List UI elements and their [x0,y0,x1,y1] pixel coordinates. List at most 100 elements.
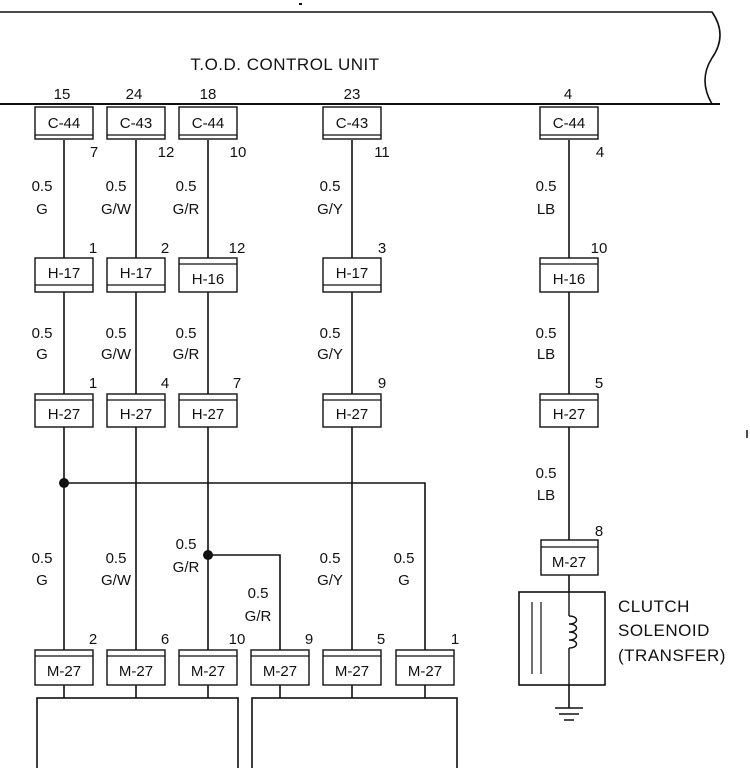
connector-row-m: M-27 2 M-27 6 M-27 10 M-27 9 M-27 5 M-27… [34,631,459,686]
clutch-label-2: SOLENOID [618,621,710,640]
w1-color-4: G/Y [317,201,343,218]
conn-m-pin-4: 9 [305,631,313,648]
w2-size-4: 0.5 [320,325,341,342]
w1-size-2: 0.5 [106,178,127,195]
conn-m-pin-1: 2 [89,631,97,648]
w1-color-3: G/R [173,201,200,218]
splice-g [64,482,426,650]
conn-m-label-4: M-27 [263,663,297,680]
conn-h1-pin-5: 10 [591,240,608,257]
control-unit-title: T.O.D. CONTROL UNIT [190,55,379,74]
control-unit-outline [0,11,721,105]
conn-c-pin-5: 4 [596,144,604,161]
w1-color-2: G/W [101,201,132,218]
solenoid-conn-pin: 8 [595,523,603,540]
clutch-solenoid [518,591,606,686]
w2-size-3: 0.5 [176,325,197,342]
conn-h1-label-5: H-16 [553,271,586,288]
w2-color-2: G/W [101,346,132,363]
conn-m-pin-5: 5 [377,631,385,648]
conn-h1-label-3: H-16 [192,271,225,288]
wire-labels-seg2: 0.5 G 0.5 G/W 0.5 G/R 0.5 G/Y 0.5 LB [32,325,557,363]
w3-size-4: 0.5 [248,585,269,602]
w3-size-5: 0.5 [320,550,341,567]
clutch-label-1: CLUTCH [618,597,690,616]
conn-m-pin-6: 1 [451,631,459,648]
conn-h2-label-3: H-27 [192,406,225,423]
conn-h1-pin-3: 12 [229,240,246,257]
w2-size-5: 0.5 [536,325,557,342]
conn-h2-pin-5: 5 [595,375,603,392]
w2-size-2: 0.5 [106,325,127,342]
splice-dot-gr [203,550,213,560]
conn-c-label-4: C-43 [336,115,369,132]
conn-h1-pin-1: 1 [89,240,97,257]
w3-color-5: G/Y [317,572,343,589]
conn-c-label-1: C-44 [48,115,81,132]
conn-h2-label-4: H-27 [336,406,369,423]
conn-c-pin-2: 12 [158,144,175,161]
conn-h1-pin-2: 2 [161,240,169,257]
connector-row-h2: H-27 1 H-27 4 H-27 7 H-27 9 H-27 5 [34,375,603,428]
top-pin-3: 18 [200,86,217,103]
wire-labels-seg1: 0.5 G 0.5 G/W 0.5 G/R 0.5 G/Y 0.5 LB [32,178,557,218]
w3-color-4: G/R [245,608,272,625]
wire-labels-seg3: 0.5 G 0.5 G/W 0.5 G/R 0.5 G/R 0.5 G/Y 0.… [32,465,557,625]
conn-c-label-5: C-44 [553,115,586,132]
top-pin-4: 23 [344,86,361,103]
w1-size-3: 0.5 [176,178,197,195]
conn-h2-pin-4: 9 [378,375,386,392]
clutch-label-3: (TRANSFER) [618,646,726,665]
splice-dot-g [59,478,69,488]
conn-h1-label-4: H-17 [336,265,369,282]
conn-h1-label-2: H-17 [120,265,153,282]
conn-m-label-6: M-27 [408,663,442,680]
w2-color-3: G/R [173,346,200,363]
w2-color-1: G [36,346,48,363]
w3-size-1: 0.5 [32,550,53,567]
conn-c-label-2: C-43 [120,115,153,132]
top-pin-1: 15 [54,86,71,103]
conn-h1-pin-4: 3 [378,240,386,257]
conn-c-label-3: C-44 [192,115,225,132]
top-pin-5: 4 [564,86,572,103]
solenoid-conn-label: M-27 [552,554,586,571]
top-pin-2: 24 [126,86,143,103]
conn-m-pin-2: 6 [161,631,169,648]
conn-m-label-5: M-27 [335,663,369,680]
lower-unit-left [36,697,239,768]
w3-color-2: G/W [101,572,132,589]
ground-icon [555,707,583,721]
w1-color-1: G [36,201,48,218]
w3-color-3: G/R [173,559,200,576]
conn-h2-pin-2: 4 [161,375,169,392]
w1-size-4: 0.5 [320,178,341,195]
splice-gr [208,554,281,650]
conn-m-label-3: M-27 [191,663,225,680]
connector-row-c: C-44 7 C-43 12 C-44 10 C-43 11 C-44 4 [34,106,604,161]
conn-h1-label-1: H-17 [48,265,81,282]
conn-h2-label-5: H-27 [553,406,586,423]
w2-color-5: LB [537,346,555,363]
w3-color-6: G [398,572,410,589]
conn-c-pin-3: 10 [230,144,247,161]
w2-size-1: 0.5 [32,325,53,342]
w3-size-2: 0.5 [106,550,127,567]
w3-size-7: 0.5 [536,465,557,482]
conn-c-pin-4: 11 [374,144,390,161]
w3-color-1: G [36,572,48,589]
w1-size-1: 0.5 [32,178,53,195]
w1-size-5: 0.5 [536,178,557,195]
conn-m-label-1: M-27 [47,663,81,680]
lower-unit-right [251,697,458,768]
conn-c-pin-1: 7 [90,144,98,161]
w2-color-4: G/Y [317,346,343,363]
w1-color-5: LB [537,201,555,218]
w3-size-3: 0.5 [176,536,197,553]
solenoid-connector: M-27 8 [540,523,603,576]
conn-h2-pin-1: 1 [89,375,97,392]
conn-h2-label-2: H-27 [120,406,153,423]
solenoid-coil-icon [568,615,578,649]
conn-m-pin-3: 10 [229,631,246,648]
